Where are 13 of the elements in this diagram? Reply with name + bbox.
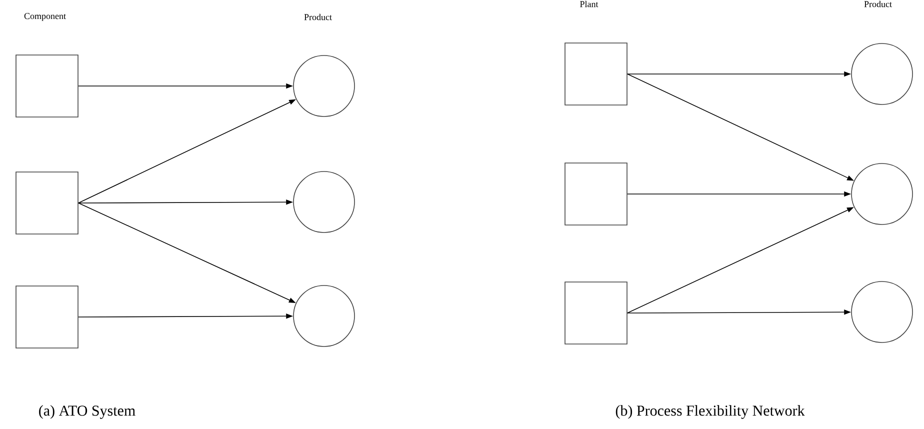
square-node <box>16 172 78 234</box>
circle-node <box>293 55 355 117</box>
circle-node <box>293 285 355 347</box>
circle-node <box>851 281 913 343</box>
circle-node <box>851 43 913 105</box>
square-node <box>564 282 628 344</box>
square-node <box>16 54 78 118</box>
square-node <box>16 286 78 348</box>
caption: (b) Process Flexibility Network <box>616 405 805 419</box>
circle-node <box>851 163 913 225</box>
square-node <box>564 42 628 106</box>
circle-node <box>293 171 355 233</box>
square-node <box>564 162 628 226</box>
